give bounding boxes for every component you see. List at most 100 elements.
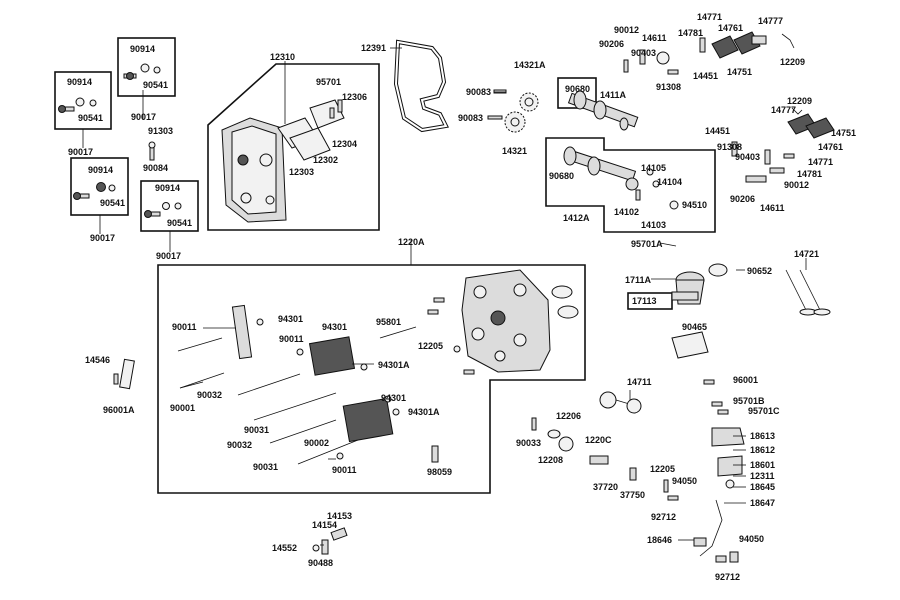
label-95701A: 95701A (631, 239, 663, 249)
cylinder-head-frame (157, 264, 586, 494)
label-90914-c: 90914 (88, 165, 113, 175)
label-90012-a: 90012 (614, 25, 639, 35)
label-12303: 12303 (289, 167, 314, 177)
bolt-kits (58, 63, 182, 218)
label-90017-c: 90017 (90, 233, 115, 243)
label-12306: 12306 (342, 92, 367, 102)
label-14781-a: 14781 (678, 28, 703, 38)
label-14721: 14721 (794, 249, 819, 259)
label-90914-a: 90914 (130, 44, 155, 54)
label-14102: 14102 (614, 207, 639, 217)
label-96001: 96001 (733, 375, 758, 385)
label-18612: 18612 (750, 445, 775, 455)
label-14552: 14552 (272, 543, 297, 553)
label-12209-a: 12209 (780, 57, 805, 67)
label-12206: 12206 (556, 411, 581, 421)
group-frames (54, 37, 716, 494)
label-37750: 37750 (620, 490, 645, 500)
label-90032-b: 90032 (227, 440, 252, 450)
label-94050-b: 94050 (739, 534, 764, 544)
label-98059: 98059 (427, 467, 452, 477)
label-14751-b: 14751 (831, 128, 856, 138)
label-14154: 14154 (312, 520, 337, 530)
label-14153: 14153 (327, 511, 352, 521)
label-14451-a: 14451 (693, 71, 718, 81)
label-12310: 12310 (270, 52, 295, 62)
label-90033: 90033 (516, 438, 541, 448)
label-95701: 95701 (316, 77, 341, 87)
bolt-90914-d (144, 202, 182, 218)
label-94301A-a: 94301A (378, 360, 410, 370)
label-94510: 94510 (682, 200, 707, 210)
camshaft-1411A (567, 90, 639, 131)
label-90017-d: 90017 (156, 251, 181, 261)
label-94050-a: 94050 (672, 476, 697, 486)
label-12391: 12391 (361, 43, 386, 53)
label-12304: 12304 (332, 139, 357, 149)
label-18601: 18601 (750, 460, 775, 470)
label-12209-b: 12209 (787, 96, 812, 106)
label-12208: 12208 (538, 455, 563, 465)
camshaft-1412A (563, 146, 679, 210)
chain-guides (231, 304, 400, 460)
label-90012-b: 90012 (784, 180, 809, 190)
label-90017-a: 90017 (131, 112, 156, 122)
label-1412A: 1412A (563, 213, 590, 223)
label-14611-a: 14611 (642, 33, 667, 43)
part-90465 (671, 331, 709, 359)
label-14321: 14321 (502, 146, 527, 156)
label-94301-c: 94301 (381, 393, 406, 403)
label-90002: 90002 (304, 438, 329, 448)
label-90011-a: 90011 (172, 322, 197, 332)
label-90541-d: 90541 (167, 218, 192, 228)
parts-14153-14154 (312, 527, 348, 555)
label-91308-a: 91308 (656, 82, 681, 92)
label-14611-b: 14611 (760, 203, 785, 213)
label-14711: 14711 (627, 377, 652, 387)
leader-lines (82, 47, 807, 546)
label-14771-a: 14771 (697, 12, 722, 22)
label-14104: 14104 (657, 177, 682, 187)
label-1711A: 1711A (625, 275, 652, 285)
label-94301-b: 94301 (322, 322, 347, 332)
label-1220C: 1220C (585, 435, 612, 445)
label-90011-b: 90011 (279, 334, 304, 344)
label-14103: 14103 (641, 220, 666, 230)
label-14781-b: 14781 (797, 169, 822, 179)
part-labels: 90914 90541 90017 90914 90541 90017 9091… (67, 12, 856, 582)
label-90541-a: 90541 (143, 80, 168, 90)
bolt-90914-c (73, 182, 116, 200)
label-18613: 18613 (750, 431, 775, 441)
label-91303: 91303 (148, 126, 173, 136)
cylinder-head-cover-frame (207, 63, 380, 231)
label-14105: 14105 (641, 163, 666, 173)
label-14777-a: 14777 (758, 16, 783, 26)
label-12311: 12311 (750, 471, 775, 481)
label-14751-a: 14751 (727, 67, 752, 77)
bolt-90914-b (58, 97, 97, 113)
label-90541-c: 90541 (100, 198, 125, 208)
valves (785, 269, 831, 316)
label-14451-b: 14451 (705, 126, 730, 136)
bolt-90084 (148, 141, 156, 161)
rocker-arm-group-upper (623, 31, 795, 75)
label-90001: 90001 (170, 403, 195, 413)
label-14546: 14546 (85, 355, 110, 365)
label-90017-b: 90017 (68, 147, 93, 157)
label-90680-a: 90680 (565, 84, 590, 94)
intake-manifold (671, 263, 728, 305)
camshaft-1412A-frame (545, 137, 716, 233)
label-14761-b: 14761 (818, 142, 843, 152)
label-95701B: 95701B (733, 396, 765, 406)
label-90031-a: 90031 (244, 425, 269, 435)
rocker-arm-group-lower (731, 107, 835, 183)
label-12302: 12302 (313, 155, 338, 165)
label-90403-b: 90403 (735, 152, 760, 162)
bolt-kit-frame-1 (117, 37, 176, 97)
bolt-kit-frame-4 (140, 180, 199, 232)
decompression-parts (531, 391, 679, 501)
label-90083-a: 90083 (466, 87, 491, 97)
label-14321A: 14321A (514, 60, 546, 70)
label-91308-b: 91308 (717, 142, 742, 152)
